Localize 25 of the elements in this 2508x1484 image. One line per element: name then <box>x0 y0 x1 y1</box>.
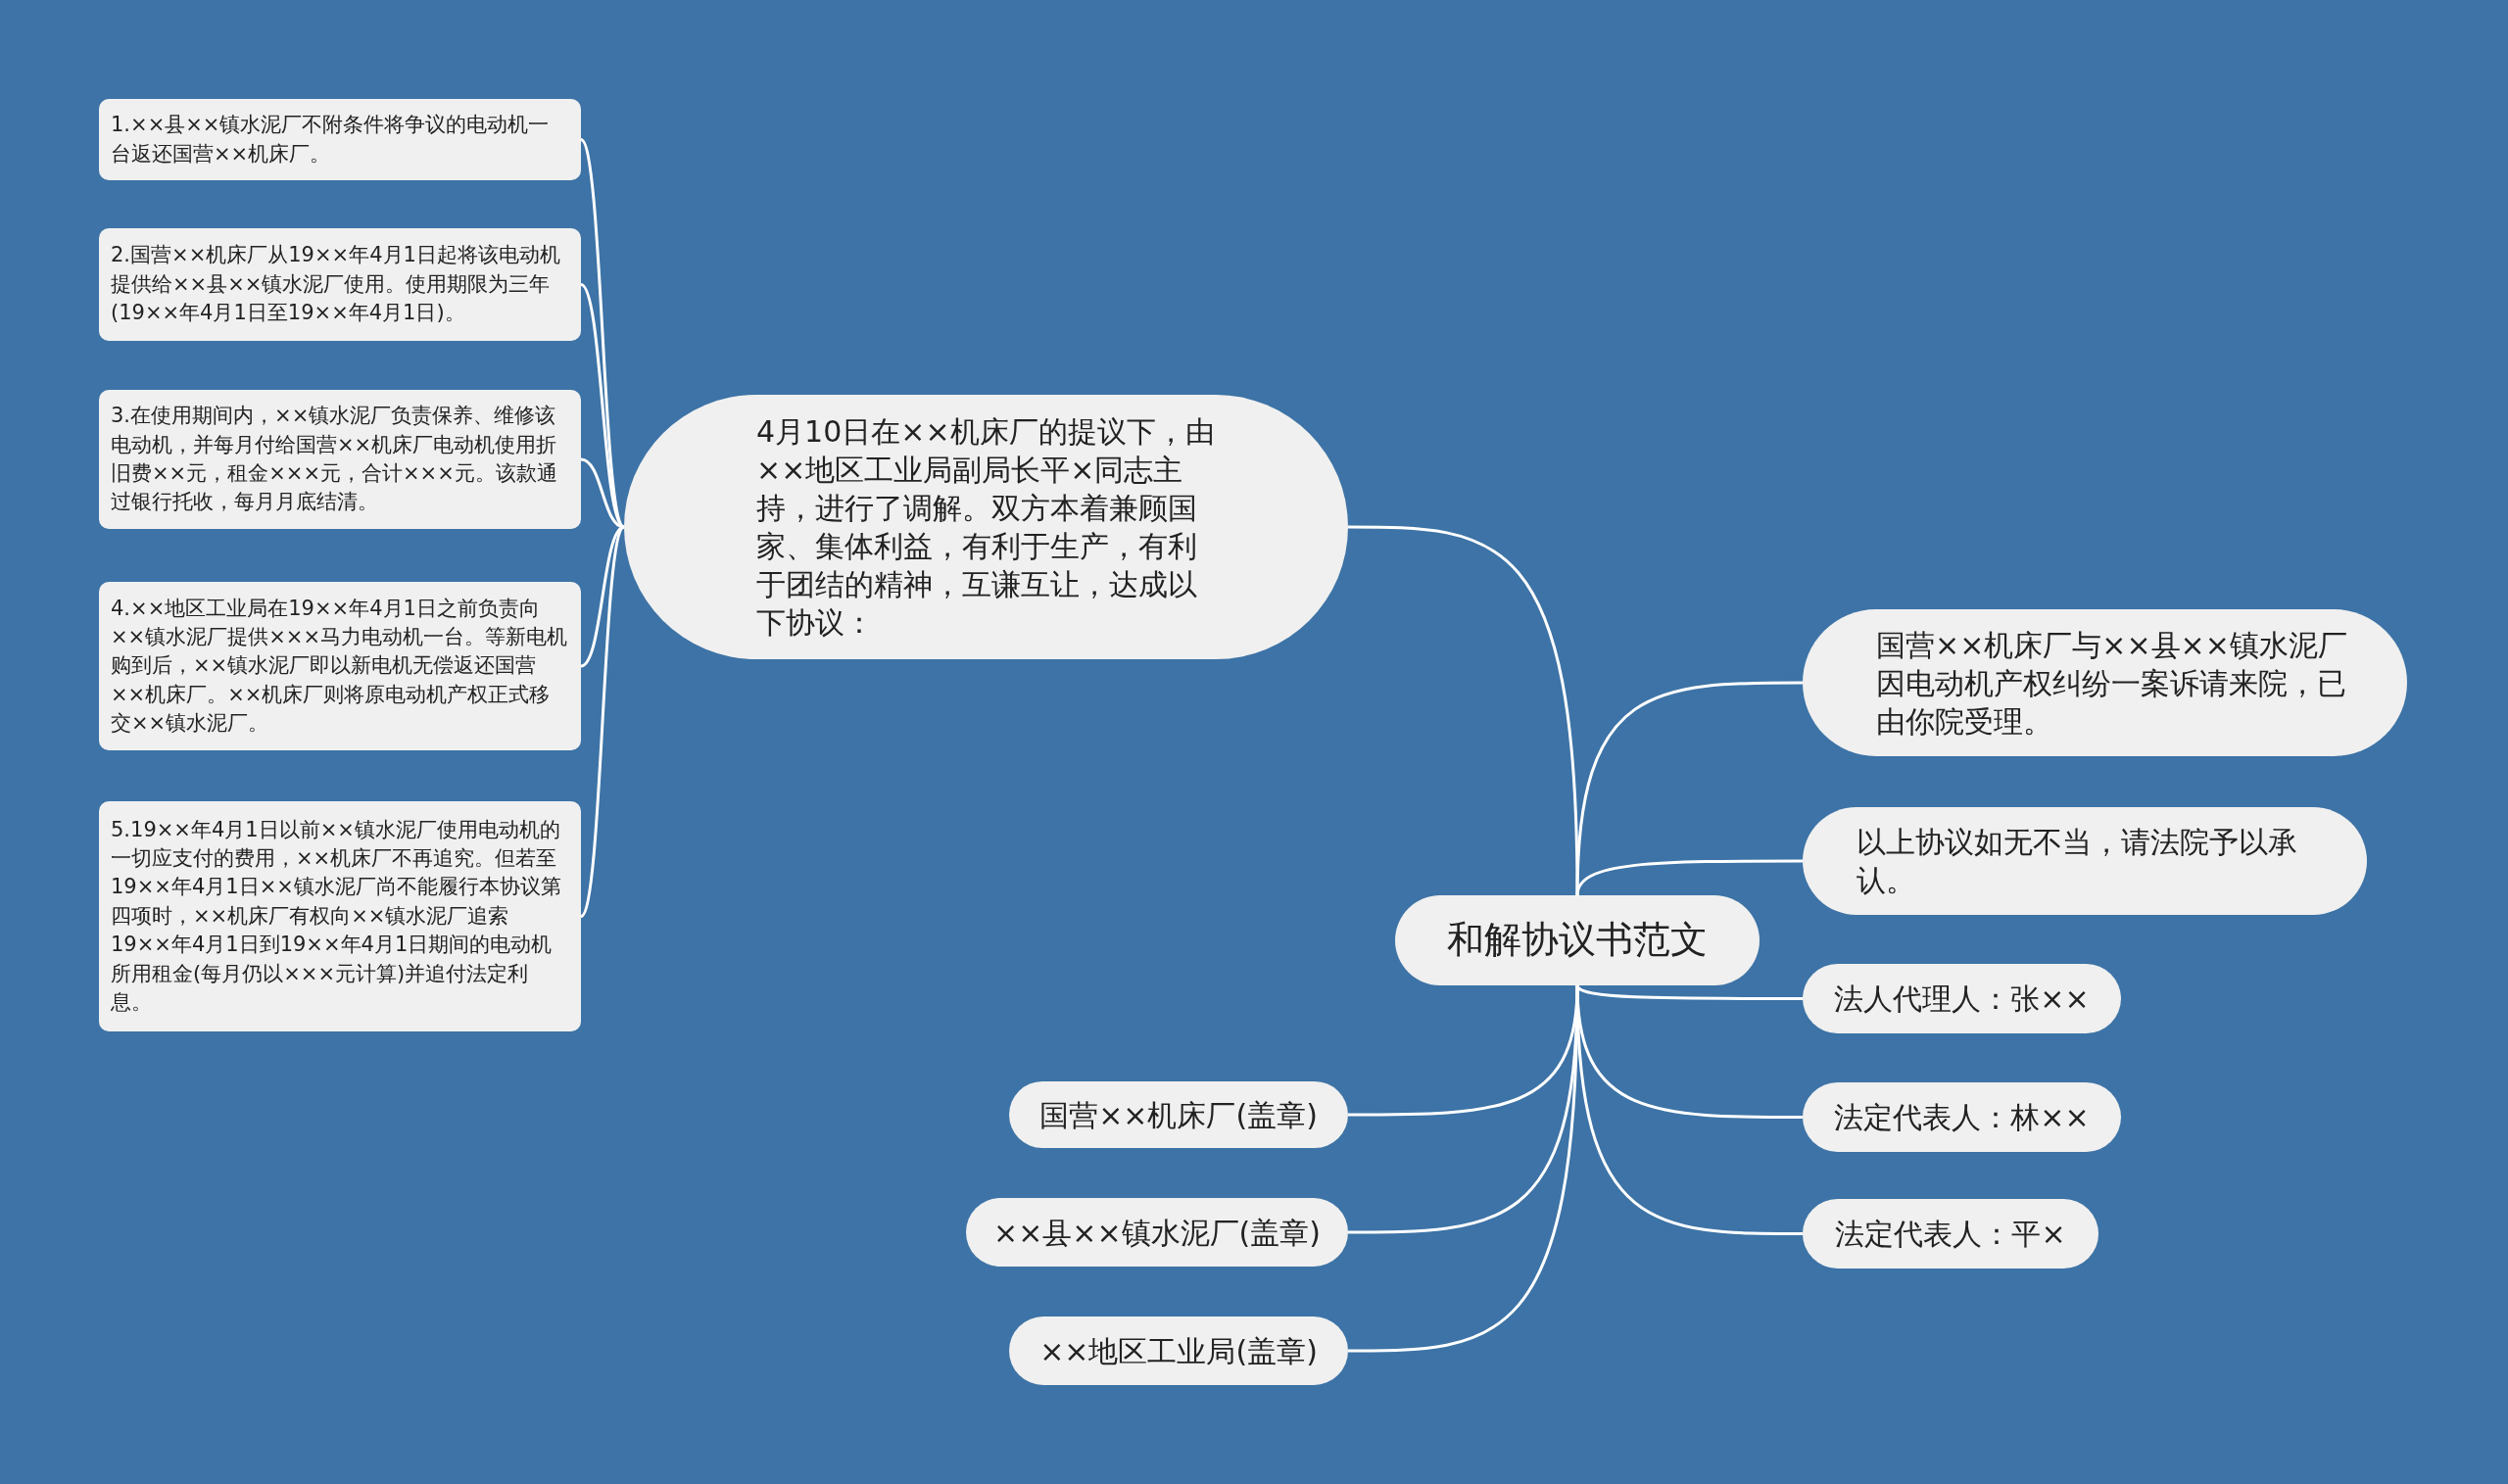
connector-line <box>1348 984 1579 1353</box>
connector-line <box>579 526 626 918</box>
note-card <box>99 228 581 341</box>
topic-text: ××地区工业局(盖章) <box>1039 1332 1318 1370</box>
connector-line <box>1348 525 1579 896</box>
topic-text: 法定代表人：林×× <box>1834 1099 2090 1136</box>
note-text: 3.在使用期间内，××镇水泥厂负责保养、维修该电动机，并每月付给国营××机床厂电动机使用折旧费××元，租金×××元，合计×××元。该款通过银行托收，每月月底结清。 <box>111 403 558 516</box>
topic-text: ××县××镇水泥厂(盖章) <box>993 1214 1321 1252</box>
note-card <box>99 582 581 750</box>
topic-text: 和解协议书范文 <box>1447 917 1708 964</box>
note-text: 4.××地区工业局在19××年4月1日之前负责向××镇水泥厂提供×××马力电动机一台。等新电机购到后，××镇水泥厂即以新电机无偿返还国营××机床厂。××机床厂则将原电动机产权正式移交××镇水泥厂。 <box>111 595 568 738</box>
note-text: 5.19××年4月1日以前××镇水泥厂使用电动机的一切应支付的费用，××机床厂不再追究。但若至19××年4月1日××镇水泥厂尚不能履行本协议第四项时，××机床厂有权向××镇水泥厂追索19××年4月1日到19××年4月1日期间的电动机所用租金(每月仍以×××元计算)并追付法定利息。 <box>111 816 562 1016</box>
topic-text: 4月10日在××机床厂的提议下，由××地区工业局副局长平×同志主持，进行了调解。双方本着兼顾国家、集体利益，有利于生产，有利于团结的精神，互谦互让，达成以下协议： <box>756 413 1216 642</box>
topic-text: 以上协议如无不当，请法院予以承认。 <box>1857 824 2298 899</box>
note-card <box>99 99 581 180</box>
topic-text: 国营××机床厂(盖章) <box>1039 1096 1318 1134</box>
topic-text: 法定代表人：平× <box>1835 1216 2066 1253</box>
note-card <box>99 390 581 529</box>
topic-text: 国营××机床厂与××县××镇水泥厂因电动机产权纠纷一案诉请来院，已由你院受理。 <box>1876 626 2348 741</box>
topic-text: 法人代理人：张×× <box>1834 981 2090 1018</box>
note-text: 2.国营××机床厂从19××年4月1日起将该电动机提供给××县××镇水泥厂使用。使用期限为三年(19××年4月1日至19××年4月1日)。 <box>111 242 561 327</box>
note-card <box>99 801 581 1031</box>
connector-line <box>579 138 626 528</box>
connector-line <box>1575 859 1803 896</box>
note-text: 1.××县××镇水泥厂不附条件将争议的电动机一台返还国营××机床厂。 <box>111 112 551 168</box>
